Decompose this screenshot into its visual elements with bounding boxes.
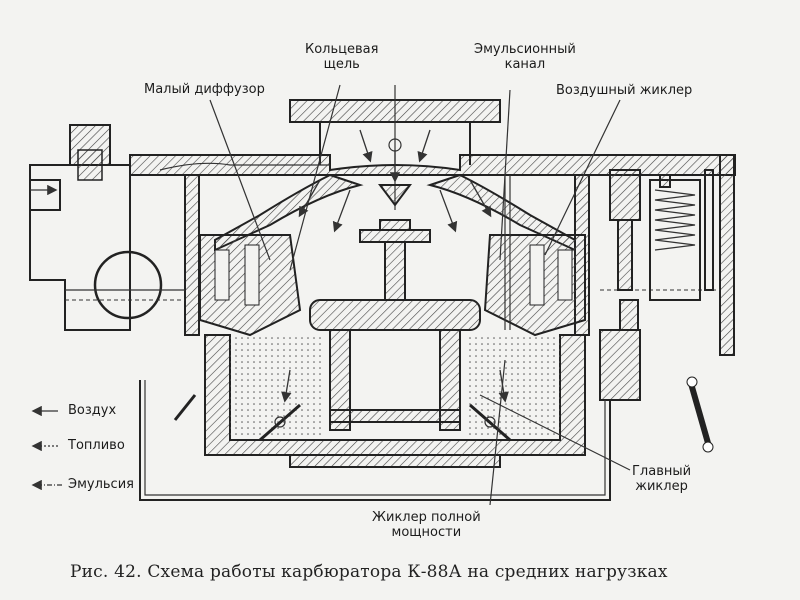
legend-air: Воздух bbox=[68, 403, 117, 418]
figure-caption: Рис. 42. Схема работы карбюратора К-88А … bbox=[70, 562, 668, 582]
label-main-jet: Главный жиклер bbox=[632, 464, 692, 494]
label-small-diffuser: Малый диффузор bbox=[144, 82, 265, 97]
throttle-valves bbox=[173, 394, 511, 442]
air-flow-arrows bbox=[30, 129, 509, 403]
center-jet bbox=[359, 85, 431, 301]
power-valve-mechanism bbox=[599, 169, 714, 453]
label-power-jet: Жиклер полной мощности bbox=[372, 510, 481, 540]
label-air-jet: Воздушный жиклер bbox=[556, 83, 693, 98]
legend-emulsion: Эмульсия bbox=[68, 477, 134, 492]
legend-fuel: Топливо bbox=[68, 438, 125, 453]
label-ring-slot: Кольцевая щель bbox=[305, 42, 379, 72]
label-emulsion-channel: Эмульсионный канал bbox=[474, 42, 576, 72]
carburetor-body bbox=[29, 124, 736, 356]
small-diffuser-left bbox=[199, 234, 302, 337]
label-leaders bbox=[209, 84, 631, 506]
legend-arrows bbox=[31, 405, 62, 491]
fuel-channels bbox=[139, 162, 611, 501]
